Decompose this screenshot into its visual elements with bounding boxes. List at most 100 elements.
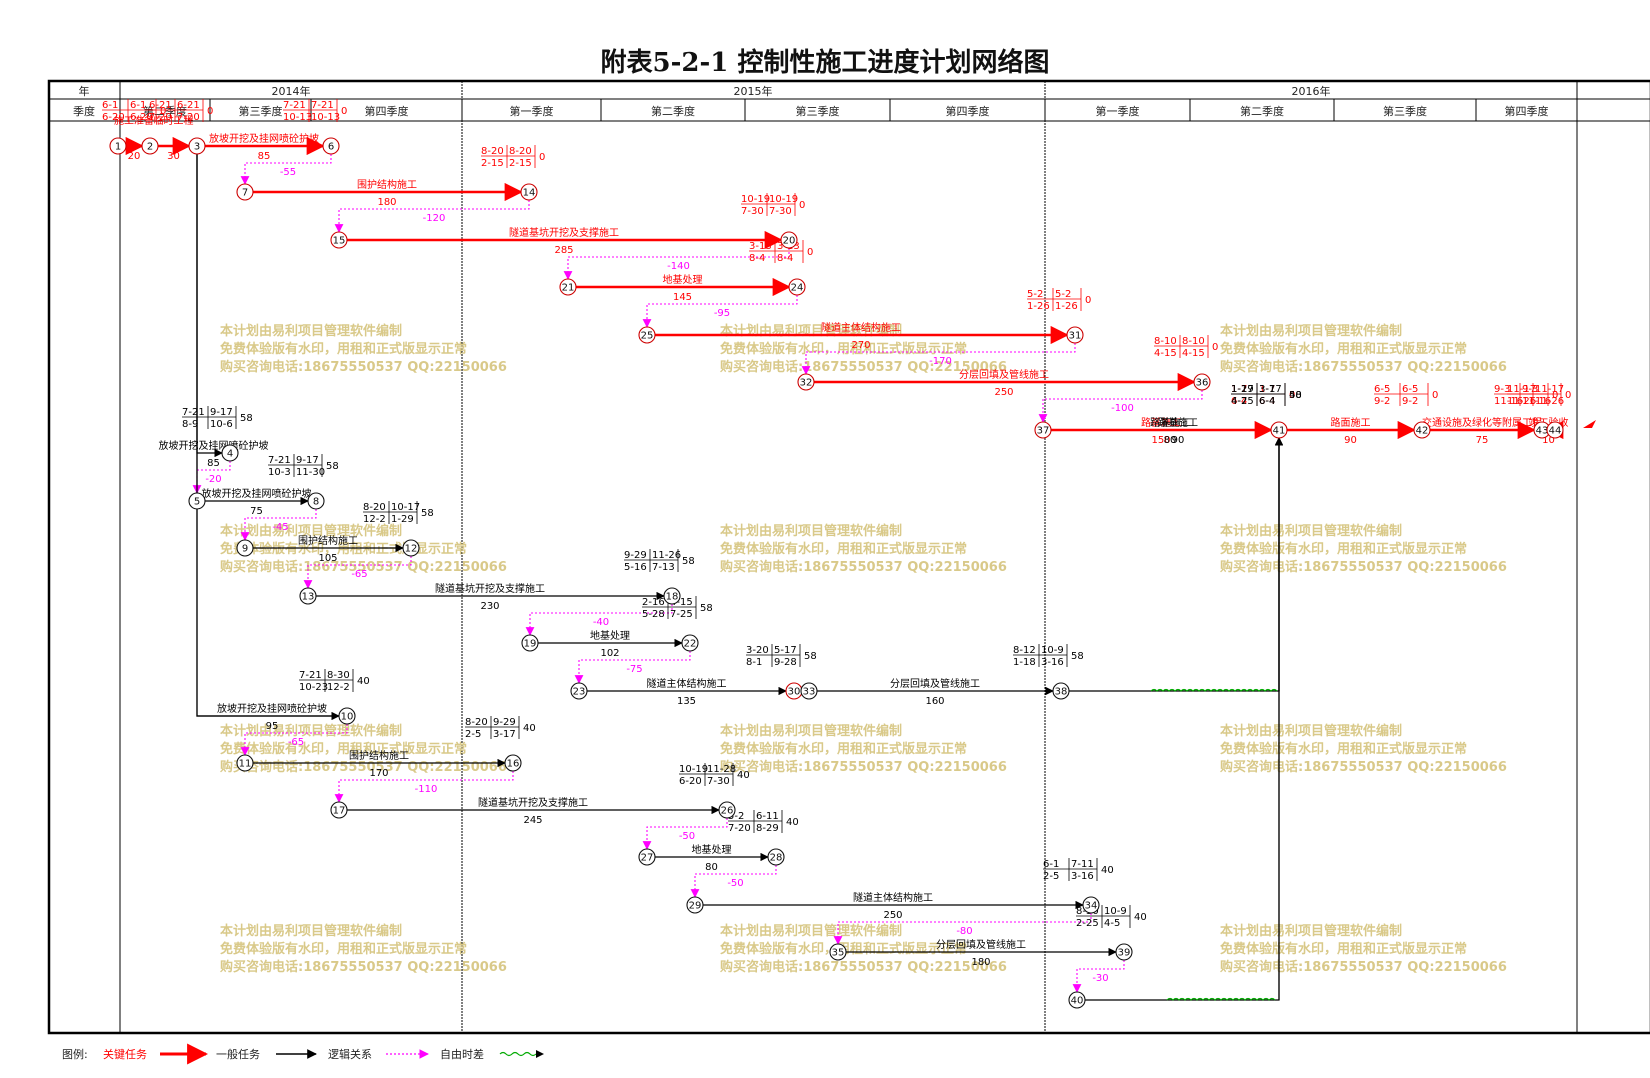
node-5: 5 xyxy=(188,492,206,510)
watermark-block: 本计划由易利项目管理软件编制免费体验版有水印，用租和正式版显示正常购买咨询电话:… xyxy=(1220,923,1507,975)
task-duration: 230 xyxy=(480,601,499,612)
node-number: 20 xyxy=(783,236,796,247)
task-date: 10-6 xyxy=(210,419,233,430)
float-link-f9 xyxy=(303,556,412,589)
node-33: 33 xyxy=(800,682,818,700)
task-duration: 160 xyxy=(925,696,944,707)
watermark-text: 本计划由易利项目管理软件编制 xyxy=(720,523,902,539)
task-date: 5-16 xyxy=(624,562,647,573)
legend-critical-label: 关键任务 xyxy=(103,1047,147,1061)
task-date: 10-17 xyxy=(391,502,420,513)
task-date: 3-7 xyxy=(1259,384,1275,395)
task-date: 12-2 xyxy=(327,682,350,693)
node-number: 1 xyxy=(115,142,121,153)
task-date: 6-4 xyxy=(1259,396,1275,407)
node-circle xyxy=(1270,421,1288,439)
task-arrow-t21 xyxy=(196,154,340,721)
node-23: 23 xyxy=(570,682,588,700)
task-date: 6-4 xyxy=(1259,396,1275,407)
quarter-dividers xyxy=(209,99,1477,121)
task-date: 11-17 xyxy=(1507,384,1536,395)
node-number: 37 xyxy=(1037,426,1050,437)
task-date: 10-3 xyxy=(268,467,291,478)
task-duration: 145 xyxy=(673,292,692,303)
node-number: 39 xyxy=(1118,948,1131,959)
quarter-label: 第二季度 xyxy=(143,104,187,118)
task-date: 3-17 xyxy=(1259,384,1282,395)
node-number: 7 xyxy=(242,188,248,199)
task-duration: 90 xyxy=(1172,435,1185,446)
task-name: 地基处理 xyxy=(692,843,732,856)
task-name: 隧道基坑开挖及支撑施工 xyxy=(435,582,545,595)
task-duration: 245 xyxy=(523,815,542,826)
task-duration: 170 xyxy=(369,768,388,779)
float-value: -20 xyxy=(205,474,221,485)
node-number: 30 xyxy=(788,687,801,698)
watermark-text: 购买咨询电话:18675550537 QQ:22150066 xyxy=(1220,759,1507,775)
node-number: 24 xyxy=(791,283,804,294)
task-total-float: 40 xyxy=(1134,912,1147,923)
task-date: 12-2 xyxy=(363,514,386,525)
task-duration: 102 xyxy=(600,648,619,659)
task-duration: 285 xyxy=(554,245,573,256)
task-duration: 85 xyxy=(258,151,271,162)
node-circle xyxy=(1052,682,1070,700)
task-date: 8-10 xyxy=(1154,336,1177,347)
task-date: 2-15 xyxy=(509,158,532,169)
node-number: 23 xyxy=(573,687,586,698)
task-duration: 90 xyxy=(1344,435,1357,446)
node-number: 10 xyxy=(341,712,354,723)
task-date: 8-20 xyxy=(509,146,532,157)
task-name: 路基施工 xyxy=(1141,416,1181,429)
task-date: 7-20 xyxy=(177,112,200,123)
float-link-f14 xyxy=(642,818,728,850)
node-41: 41 xyxy=(1270,421,1288,439)
task-date: 7-11 xyxy=(1071,859,1094,870)
task-name: 交通设施及绿化等附属工程 xyxy=(1422,416,1542,429)
task-date: 3-17 xyxy=(493,729,516,740)
task-name: 路面施工 xyxy=(1331,416,1371,429)
chart-frame xyxy=(47,79,1650,1035)
quarter-row-label: 季度 xyxy=(73,104,95,118)
task-name: 放坡开挖及挂网喷砼护坡 xyxy=(159,439,269,452)
task-date: 10-9 xyxy=(1104,906,1127,917)
task-date: 11-16 xyxy=(1522,396,1551,407)
node-number: 25 xyxy=(641,331,654,342)
task-date: 6-4 xyxy=(1231,396,1247,407)
task-duration: 180 xyxy=(377,197,396,208)
float-link-f17 xyxy=(1072,960,1125,993)
task-duration: 95 xyxy=(266,721,279,732)
node-circle xyxy=(109,137,127,155)
node-number: 28 xyxy=(770,853,783,864)
node-number: 16 xyxy=(507,759,520,770)
node-circle xyxy=(299,587,317,605)
task-date: 9-29 xyxy=(624,550,647,561)
task-date: 11-16 xyxy=(1494,396,1523,407)
watermark-text: 购买咨询电话:18675550537 QQ:22150066 xyxy=(720,759,1007,775)
task-date: 6-5 xyxy=(1402,384,1418,395)
task-name: 放坡开挖及挂网喷砼护坡 xyxy=(202,487,312,500)
node-number: 38 xyxy=(1055,687,1068,698)
task-total-float: 58 xyxy=(1289,390,1302,401)
task-date: 3-16 xyxy=(1041,657,1064,668)
task-duration: 75 xyxy=(250,506,263,517)
node-number: 8 xyxy=(313,497,319,508)
quarter-label: 第三季度 xyxy=(1383,104,1427,118)
node-number: 33 xyxy=(803,687,816,698)
task-duration: 75 xyxy=(1476,435,1489,446)
node-circle xyxy=(829,943,847,961)
legend-float-label: 自由时差 xyxy=(440,1047,484,1061)
task-name: 分层回填及管线施工 xyxy=(959,368,1049,381)
task-date: 4-15 xyxy=(670,597,693,608)
task-duration: 80 xyxy=(705,862,718,873)
node-6: 6 xyxy=(322,137,340,155)
node-17: 17 xyxy=(330,801,348,819)
task-date: 11-26 xyxy=(1507,396,1536,407)
task-name: 路基施工 xyxy=(1150,416,1190,429)
task-date: 7-25 xyxy=(670,609,693,620)
task-date: 1-29 xyxy=(391,514,414,525)
task-date: 9-29 xyxy=(493,717,516,728)
task-name: 隧道主体结构施工 xyxy=(853,891,933,904)
